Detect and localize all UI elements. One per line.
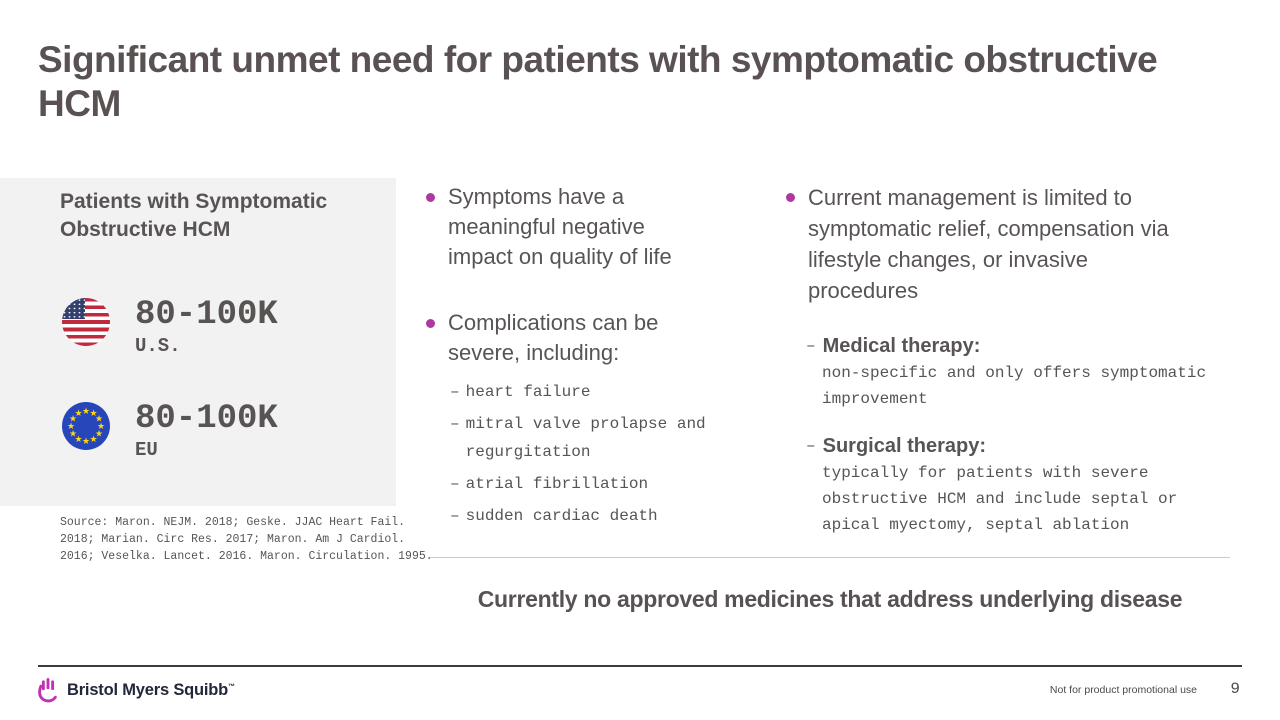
footer-divider-line bbox=[38, 665, 1242, 667]
therapy-label: Surgical therapy: bbox=[822, 435, 986, 457]
therapy-description: typically for patients with severe obstr… bbox=[822, 464, 1178, 534]
list-item: – heart failure bbox=[450, 378, 746, 406]
complication-text: mitral valve prolapse and regurgitation bbox=[465, 415, 706, 461]
eu-star-icon: ★ bbox=[89, 408, 98, 419]
bullet-dot-icon bbox=[426, 319, 435, 328]
stat-region-eu: EU bbox=[135, 439, 158, 461]
bms-hand-icon bbox=[38, 678, 57, 703]
eu-flag-icon: ★ ★ ★ ★ ★ ★ ★ ★ ★ ★ ★ ★ bbox=[62, 402, 110, 450]
key-message: Currently no approved medicines that add… bbox=[477, 586, 1183, 612]
page-number: 9 bbox=[1230, 680, 1240, 698]
divider-line bbox=[430, 557, 1230, 558]
bullet-complications-text: Complications can be severe, including: bbox=[448, 310, 659, 365]
source-line: 2016; Veselka. Lancet. 2016. Maron. Circ… bbox=[60, 550, 433, 563]
us-flag-canton bbox=[62, 298, 85, 319]
source-line: Source: Maron. NEJM. 2018; Geske. JJAC H… bbox=[60, 516, 406, 529]
eu-star-icon: ★ bbox=[81, 436, 91, 446]
bullet-symptoms-text: Symptoms have a meaningful negative impa… bbox=[448, 184, 672, 269]
brand-text: Bristol Myers Squibb bbox=[67, 681, 229, 699]
dash-icon: – bbox=[450, 415, 460, 433]
stat-text-eu: 80-100K EU bbox=[135, 399, 278, 461]
complication-text: atrial fibrillation bbox=[465, 475, 649, 493]
list-item: – sudden cardiac death bbox=[450, 502, 746, 530]
bullet-dot-icon bbox=[426, 193, 435, 202]
slide-title: Significant unmet need for patients with… bbox=[38, 39, 1158, 124]
bullet-dot-icon bbox=[786, 193, 795, 202]
dash-icon: – bbox=[806, 437, 816, 455]
eu-star-icon: ★ bbox=[68, 428, 78, 439]
dash-icon: – bbox=[806, 337, 816, 355]
therapy-description: non-specific and only offers symptomatic… bbox=[822, 364, 1207, 408]
eu-star-icon: ★ bbox=[74, 433, 83, 444]
complication-text: sudden cardiac death bbox=[465, 507, 658, 525]
eu-star-icon: ★ bbox=[94, 413, 104, 424]
bullet-complications: Complications can be severe, including: bbox=[426, 308, 746, 368]
trademark-mark: ™ bbox=[228, 683, 235, 691]
eu-star-icon: ★ bbox=[89, 433, 98, 444]
stat-row-eu: ★ ★ ★ ★ ★ ★ ★ ★ ★ ★ ★ ★ 80-100K EU bbox=[62, 399, 278, 461]
bullet-management: Current management is limited to symptom… bbox=[786, 182, 1234, 306]
list-item: – mitral valve prolapse and regurgitatio… bbox=[450, 410, 746, 466]
eu-star-icon: ★ bbox=[74, 408, 83, 419]
brand-name: Bristol Myers Squibb™ bbox=[67, 681, 235, 700]
list-item: – atrial fibrillation bbox=[450, 470, 746, 498]
stat-text-us: 80-100K U.S. bbox=[135, 295, 278, 357]
stat-value-us: 80-100K bbox=[135, 296, 278, 334]
bms-logo: Bristol Myers Squibb™ bbox=[36, 677, 235, 704]
stat-value-eu: 80-100K bbox=[135, 400, 278, 438]
bullet-symptoms: Symptoms have a meaningful negative impa… bbox=[426, 182, 746, 272]
therapies-list: – Medical therapy: non-specific and only… bbox=[806, 334, 1234, 538]
disclaimer-text: Not for product promotional use bbox=[1049, 684, 1197, 696]
eu-star-icon: ★ bbox=[66, 421, 76, 431]
complications-list: – heart failure – mitral valve prolapse … bbox=[450, 378, 746, 530]
stat-row-us: 80-100K U.S. bbox=[62, 295, 278, 357]
right-column: Current management is limited to symptom… bbox=[786, 182, 1234, 560]
bullet-management-text: Current management is limited to symptom… bbox=[808, 185, 1169, 303]
source-line: 2018; Marian. Circ Res. 2017; Maron. Am … bbox=[60, 533, 406, 546]
dash-icon: – bbox=[450, 383, 460, 401]
complication-text: heart failure bbox=[465, 383, 591, 401]
therapy-medical: – Medical therapy: non-specific and only… bbox=[806, 334, 1234, 412]
eu-star-icon: ★ bbox=[68, 413, 78, 424]
eu-star-icon: ★ bbox=[96, 421, 106, 431]
therapy-head: – Medical therapy: bbox=[806, 334, 1234, 358]
therapy-label: Medical therapy: bbox=[822, 335, 981, 357]
us-flag-icon bbox=[62, 298, 110, 346]
middle-column: Symptoms have a meaningful negative impa… bbox=[426, 182, 746, 534]
source-citation: Source: Maron. NEJM. 2018; Geske. JJAC H… bbox=[60, 514, 433, 565]
therapy-surgical: – Surgical therapy: typically for patien… bbox=[806, 434, 1234, 538]
stats-panel: Patients with Symptomatic Obstructive HC… bbox=[0, 178, 396, 506]
stats-panel-heading: Patients with Symptomatic Obstructive HC… bbox=[60, 190, 328, 241]
eu-star-icon: ★ bbox=[81, 406, 91, 416]
eu-star-icon: ★ bbox=[94, 428, 104, 439]
dash-icon: – bbox=[450, 507, 460, 525]
dash-icon: – bbox=[450, 475, 460, 493]
stat-region-us: U.S. bbox=[135, 335, 181, 357]
therapy-head: – Surgical therapy: bbox=[806, 434, 1234, 458]
